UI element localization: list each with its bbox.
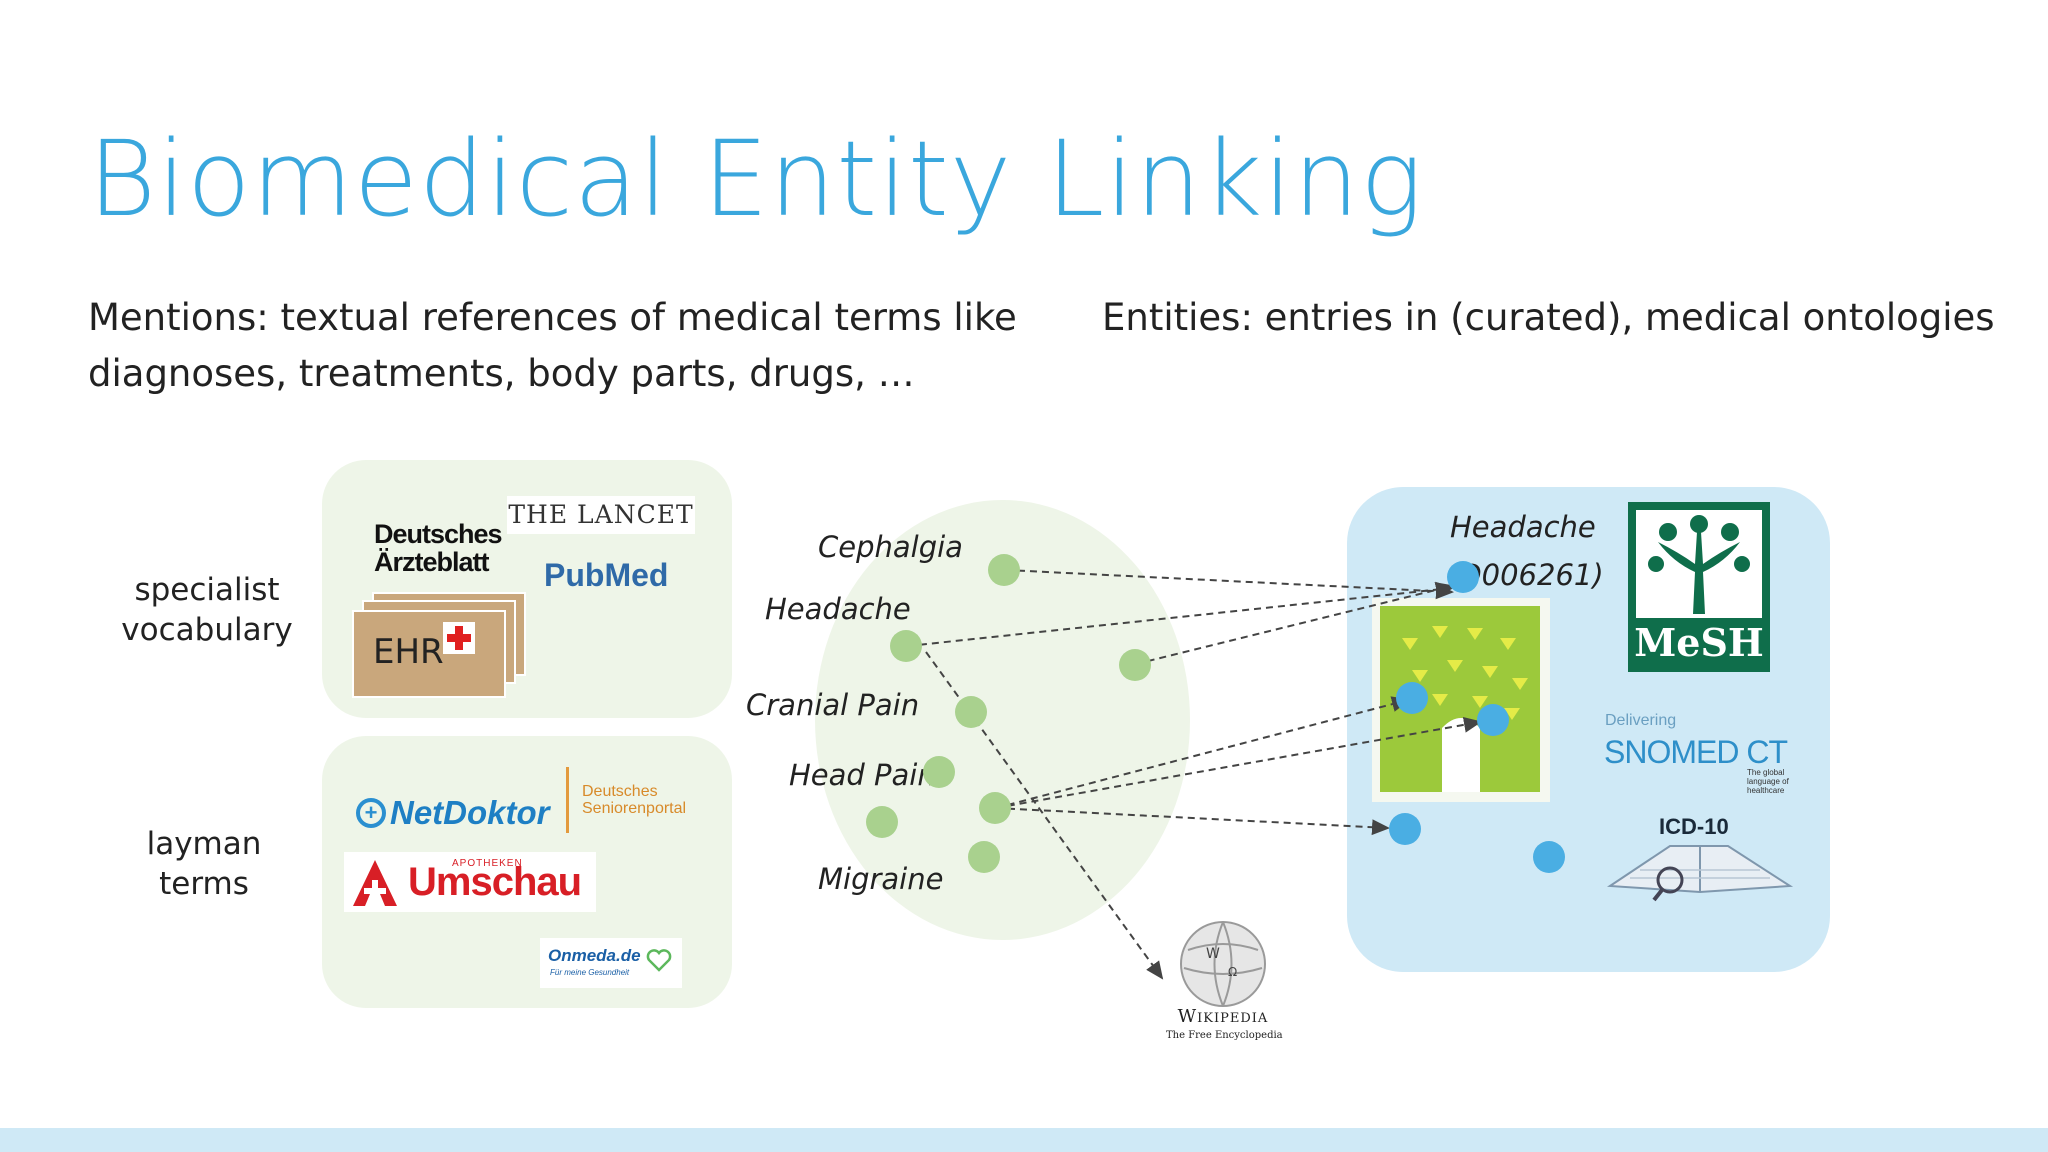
mesh-logo: MeSH [1628, 502, 1770, 672]
apotheke-a-icon [350, 858, 400, 908]
mention-dot [866, 806, 898, 838]
entity-dot [1396, 682, 1428, 714]
senioren-logo: Deutsches Seniorenportal [582, 783, 686, 817]
aerzteblatt-line2: Ärzteblatt [374, 547, 490, 577]
pubmed-logo: PubMed [544, 557, 669, 593]
layman-label-line2: terms [159, 866, 249, 902]
icd10-label: ICD-10 [1659, 814, 1729, 839]
netdoktor-label: NetDoktor [390, 794, 550, 831]
netdoktor-plus-icon: + [356, 798, 386, 828]
snomed-tagline: The global language of healthcare [1747, 768, 1789, 795]
footer-bar [0, 1128, 2048, 1152]
link-arrow [1005, 569, 1454, 600]
entity-name-label: Headache [1450, 510, 1596, 544]
mention-dot [955, 696, 987, 728]
entity-dot [1447, 561, 1479, 593]
snomed-tagline-3: healthcare [1747, 786, 1785, 795]
onmeda-logo: Onmeda.de Für meine Gesundheit [540, 938, 682, 988]
wikipedia-tagline: The Free Encyclopedia [1166, 1030, 1283, 1041]
mention-dot [1119, 649, 1151, 681]
umschau-apotheken-label: APOTHEKEN [452, 858, 523, 869]
mention-label: Cranial Pain [746, 688, 920, 722]
senioren-line1: Deutsches [582, 783, 658, 800]
layman-terms-label: layman terms [128, 824, 280, 904]
mention-label: Head Pain [789, 758, 936, 792]
svg-text:Ω: Ω [1228, 965, 1237, 979]
specialist-label-line2: vocabulary [121, 612, 293, 648]
mention-label: Migraine [818, 862, 944, 896]
lancet-logo: THE LANCET [507, 496, 695, 534]
specialist-vocabulary-label: specialist vocabulary [118, 570, 296, 650]
senioren-staff-icon [566, 767, 569, 833]
mention-dot [979, 792, 1011, 824]
icd10-book-icon [1600, 840, 1798, 904]
onmeda-heart-icon [646, 948, 672, 972]
entity-dot [1389, 813, 1421, 845]
aerzteblatt-line1: Deutsches [374, 519, 503, 549]
link-arrow [995, 716, 1482, 809]
mention-label: Headache [765, 592, 911, 626]
aerzteblatt-logo: Deutsches Ärzteblatt [374, 519, 503, 577]
link-arrow [995, 696, 1410, 809]
mentions-description-line2: diagnoses, treatments, body parts, drugs… [88, 352, 915, 395]
onmeda-tagline: Für meine Gesundheit [550, 968, 630, 977]
mention-dot [968, 841, 1000, 873]
svg-text:W: W [1206, 946, 1220, 962]
snomed-tagline-1: The global [1747, 768, 1785, 777]
link-arrow [995, 807, 1390, 836]
apotheken-umschau-logo: APOTHEKEN Umschau [344, 852, 596, 912]
wikipedia-globe-icon: W Ω [1176, 918, 1270, 1010]
entities-description: Entities: entries in (curated), medical … [1102, 296, 1995, 339]
entity-dot [1533, 841, 1565, 873]
snomed-tagline-2: language of [1747, 777, 1789, 786]
mentions-description-line1: Mentions: textual references of medical … [88, 296, 1017, 339]
onmeda-label: Onmeda.de [548, 946, 641, 965]
snomed-delivering-label: Delivering [1605, 712, 1677, 729]
entity-dot [1477, 704, 1509, 736]
mention-label: Cephalgia [818, 530, 963, 564]
mesh-label: MeSH [1634, 620, 1764, 665]
mention-dot [890, 630, 922, 662]
senioren-line2: Seniorenportal [582, 800, 687, 817]
link-arrow [907, 581, 1454, 647]
specialist-label-line1: specialist [134, 572, 280, 608]
layman-label-line1: layman [146, 826, 262, 862]
wikipedia-label: Wikipedia [1177, 1006, 1269, 1027]
link-arrow [1135, 582, 1454, 665]
slide-title: Biomedical Entity Linking [88, 118, 1424, 240]
snomed-logo: SNOMED CT [1604, 734, 1788, 770]
netdoktor-logo: + NetDoktor [356, 794, 550, 832]
mention-dot [988, 554, 1020, 586]
umschau-label: Umschau [408, 860, 582, 904]
mention-dot [923, 756, 955, 788]
ehr-label: EHR [373, 632, 444, 672]
